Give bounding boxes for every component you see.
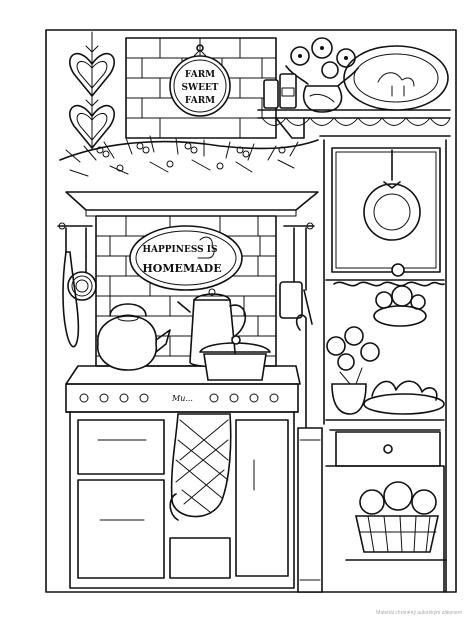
drawer xyxy=(325,431,445,593)
farm-sign-line-1: FARM xyxy=(185,70,215,80)
farm-sign-line-3: FARM xyxy=(185,96,215,106)
utensil-rail-right xyxy=(279,222,315,325)
stove: Mu... xyxy=(65,365,301,589)
farm-sweet-farm-sign: FARM SWEET FARM xyxy=(169,44,231,117)
farm-sign-line-2: SWEET xyxy=(181,83,218,93)
heart-wreaths-garland xyxy=(69,31,115,151)
spatula-icon xyxy=(279,281,303,319)
stove-maker-label: Mu... xyxy=(171,394,193,403)
stove-hood xyxy=(65,191,319,217)
vegetable-basket xyxy=(345,481,447,561)
page-frame xyxy=(45,29,457,593)
utensil-rail-left xyxy=(57,222,97,348)
greenery-garland xyxy=(59,135,319,177)
wreath-icon xyxy=(363,183,421,241)
cupboard xyxy=(319,135,451,593)
oven-mitt xyxy=(169,413,232,521)
upper-shelf xyxy=(257,109,451,139)
umbrella-stand xyxy=(297,427,323,593)
homemade-sign-line-1: HAPPINESS IS xyxy=(143,245,218,255)
decorative-platter xyxy=(343,45,449,111)
vegetable-platter xyxy=(363,380,445,415)
ladle-icon xyxy=(67,271,97,301)
cooking-pot xyxy=(199,335,271,381)
watermark: Materiál chráněný autorským zákonem xyxy=(376,610,462,616)
happiness-homemade-sign: HAPPINESS IS HOMEMADE xyxy=(129,225,243,291)
spice-jars xyxy=(263,73,297,109)
homemade-sign-line-2: HOMEMADE xyxy=(142,262,221,275)
wooden-spoon-icon xyxy=(62,251,80,348)
fruit-bowl xyxy=(373,285,427,327)
kettle xyxy=(97,303,171,371)
flower-pot-shelf xyxy=(325,326,445,431)
